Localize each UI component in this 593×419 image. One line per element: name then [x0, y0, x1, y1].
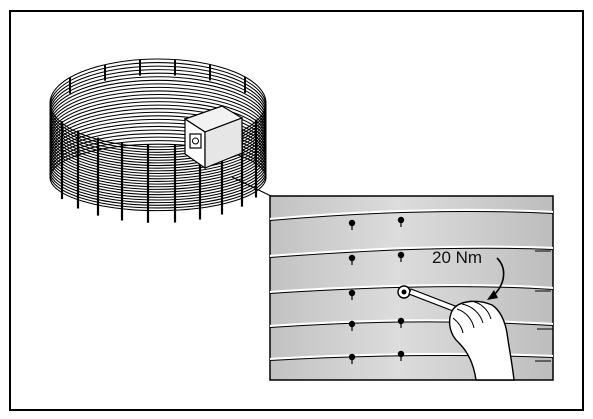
seam-line — [270, 286, 553, 294]
bolt-icon — [397, 350, 405, 358]
seam-line — [270, 354, 553, 361]
bolt-icon — [348, 353, 356, 361]
bolt-icon — [348, 254, 356, 262]
seam-line — [270, 321, 553, 328]
tank-seams — [270, 208, 553, 362]
bolt-icon — [397, 251, 405, 259]
torque-label: 20 Nm — [432, 248, 482, 267]
bolt-icon — [348, 320, 356, 328]
bolt-icon — [348, 289, 356, 297]
detail-inset: 20 Nm — [269, 195, 554, 381]
seam-line — [270, 247, 553, 258]
seam-highlight — [270, 319, 553, 328]
junction-box-icon — [183, 105, 244, 170]
bolt-icon — [397, 216, 405, 224]
seam-highlight — [270, 283, 553, 294]
seam-highlight — [270, 245, 553, 258]
torque-arrow-icon — [487, 257, 505, 300]
tank-ring — [49, 143, 267, 212]
seam-line — [270, 210, 553, 221]
bolt-grid — [348, 216, 405, 364]
leader-line — [231, 176, 274, 198]
seam-highlight — [270, 352, 553, 361]
seam-highlight — [270, 208, 553, 221]
bolt-icon — [397, 317, 405, 325]
ring-tank-icon — [49, 58, 267, 223]
hand-wrench-icon — [448, 300, 515, 381]
bolt-icon — [348, 219, 356, 227]
